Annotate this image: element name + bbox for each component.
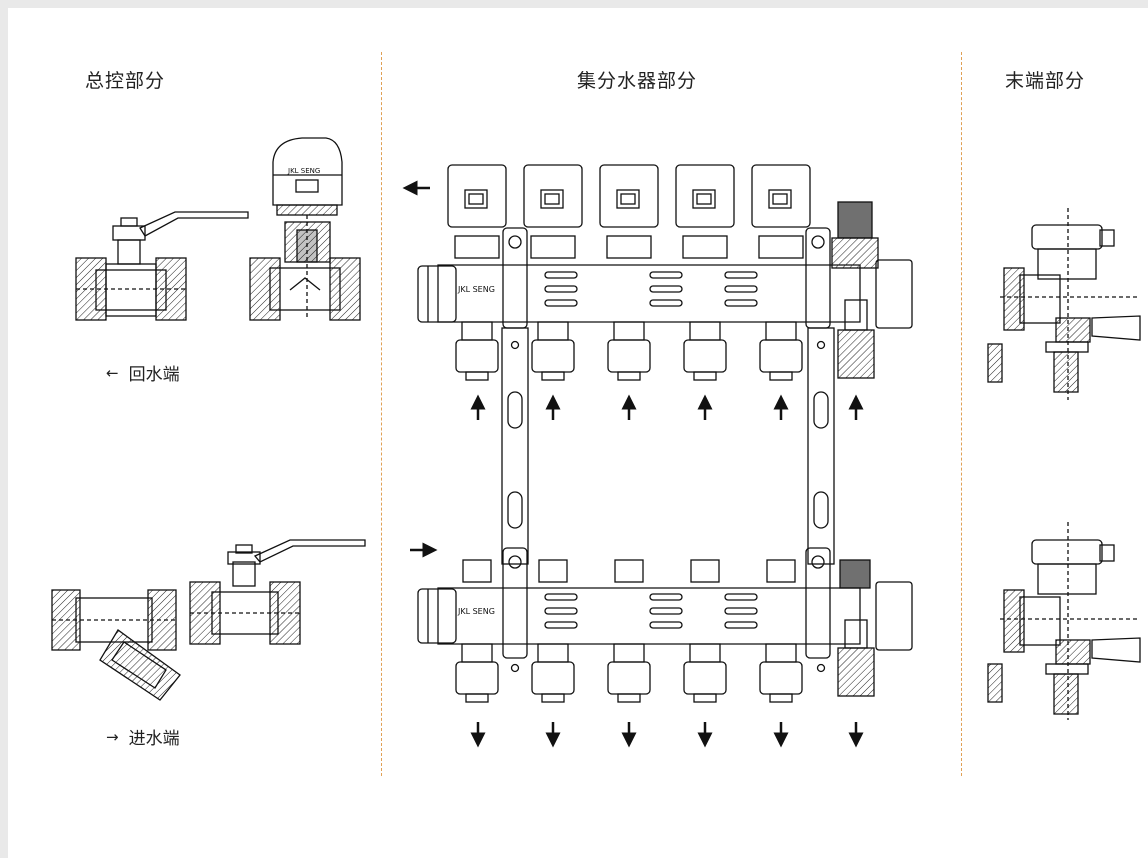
manifold-supply bbox=[410, 542, 913, 703]
outlet-row-top bbox=[455, 321, 803, 381]
actuator-row bbox=[447, 164, 811, 228]
section-title-manifold: 集分水器部分 bbox=[577, 70, 698, 92]
section-divider-left bbox=[381, 52, 382, 776]
legend-supply-label: 进水端 bbox=[128, 729, 180, 749]
right-arrow-icon: → bbox=[106, 727, 119, 746]
ball-valve-return bbox=[75, 211, 249, 321]
diagram-card bbox=[8, 8, 1148, 858]
brand-mark-bottom: JKL SENG bbox=[457, 607, 495, 616]
flow-arrows-down bbox=[470, 722, 864, 748]
section-title-master-control: 总控部分 bbox=[85, 70, 166, 92]
terminal-valve-bottom bbox=[987, 522, 1141, 720]
flow-arrows-up bbox=[470, 394, 864, 420]
thermal-actuator-valve bbox=[249, 137, 361, 321]
brand-mark-actuator: JKL SENG bbox=[287, 167, 320, 175]
brand-mark-top: JKL SENG bbox=[457, 285, 495, 294]
ball-valve-supply bbox=[189, 539, 366, 645]
legend-supply: → 进水端 bbox=[106, 724, 180, 750]
left-arrow-icon: ← bbox=[106, 363, 119, 382]
legend-return-label: 回水端 bbox=[128, 365, 180, 385]
y-strainer bbox=[51, 589, 181, 701]
legend-return: ← 回水端 bbox=[106, 360, 180, 386]
bracket-posts bbox=[501, 327, 835, 565]
manifold-return bbox=[402, 164, 913, 381]
section-title-terminal: 末端部分 bbox=[1005, 70, 1086, 92]
terminal-valve-top bbox=[987, 208, 1141, 400]
outlet-row-bottom bbox=[455, 643, 803, 703]
section-divider-right bbox=[961, 52, 962, 776]
